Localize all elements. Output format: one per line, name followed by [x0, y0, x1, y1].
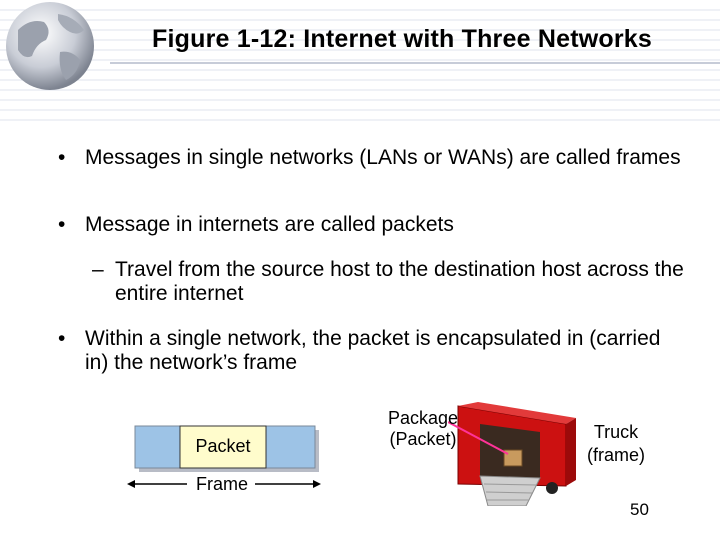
sub-bullet-text: Travel from the source host to the desti…	[115, 258, 684, 305]
packet-box	[179, 425, 267, 469]
truck-ramp	[479, 475, 541, 506]
sub-bullet-marker: –	[92, 258, 104, 281]
bullet-encapsulated: • Within a single network, the packet is…	[58, 327, 678, 375]
bullet-text: Within a single network, the packet is e…	[85, 327, 661, 374]
bullet-text: Message in internets are called packets	[85, 213, 454, 236]
packet-label: Packet	[195, 436, 251, 456]
bullet-frames: • Messages in single networks (LANs or W…	[58, 146, 698, 170]
sub-bullet-travel: – Travel from the source host to the des…	[92, 258, 692, 306]
bullet-marker: •	[58, 327, 66, 350]
truck-wheel	[546, 482, 558, 494]
truck-roof	[458, 402, 576, 424]
frame-left-segment	[134, 425, 181, 469]
bullet-packets: • Message in internets are called packet…	[58, 213, 698, 237]
frame-label: Frame	[195, 474, 248, 494]
package-label: Package (Packet)	[387, 408, 459, 449]
globe-icon	[6, 2, 94, 90]
background-lines	[0, 9, 720, 121]
frame-diagram	[127, 425, 321, 488]
truck-side	[566, 418, 576, 486]
package-box	[503, 449, 523, 467]
bullet-marker: •	[58, 213, 66, 236]
truck-label: Truck (frame)	[587, 422, 645, 465]
slide-title: Figure 1-12: Internet with Three Network…	[152, 25, 652, 53]
frame-right-segment	[265, 425, 316, 469]
bullet-text: Messages in single networks (LANs or WAN…	[85, 146, 681, 169]
page-number: 50	[630, 500, 649, 519]
package-connector	[448, 421, 509, 455]
truck-icon	[448, 402, 576, 506]
bullet-marker: •	[58, 146, 66, 169]
